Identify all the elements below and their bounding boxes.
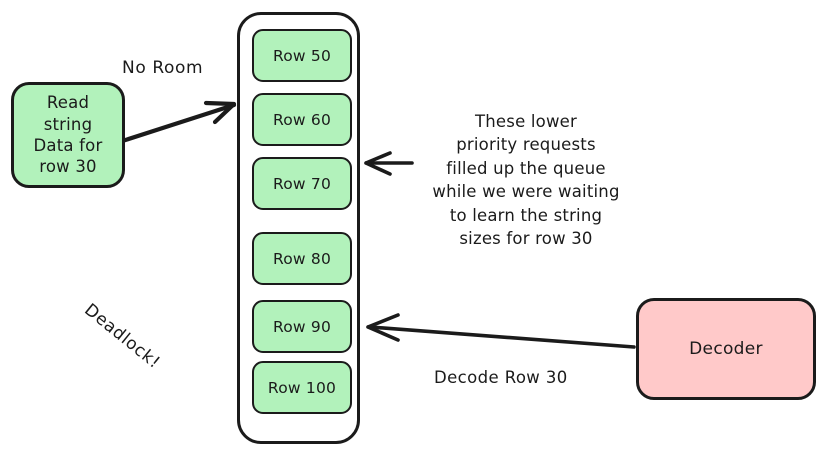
queue-item-label: Row 50 bbox=[272, 46, 332, 65]
node-read-string-request-label: Read string Data for row 30 bbox=[33, 93, 103, 177]
queue-item-label: Row 100 bbox=[267, 378, 337, 397]
edge-label-decode-row-30: Decode Row 30 bbox=[434, 368, 568, 387]
queue-item-label: Row 60 bbox=[272, 110, 332, 129]
queue-item-label: Row 80 bbox=[272, 249, 332, 268]
read-to-queue-arrow bbox=[110, 100, 237, 147]
queue-item-row-90[interactable]: Row 90 bbox=[252, 300, 352, 353]
queue-container bbox=[237, 12, 360, 444]
queue-item-label: Row 70 bbox=[272, 174, 332, 193]
node-decoder-label: Decoder bbox=[689, 339, 763, 359]
queue-item-row-60[interactable]: Row 60 bbox=[252, 93, 352, 146]
decoder-to-queue-arrow bbox=[366, 313, 636, 349]
edge-label-no-room: No Room bbox=[122, 58, 204, 78]
queue-item-row-50[interactable]: Row 50 bbox=[252, 29, 352, 82]
annotation-queue-note: These lower priority requests filled up … bbox=[432, 112, 620, 249]
node-read-string-request[interactable]: Read string Data for row 30 bbox=[11, 82, 125, 188]
node-decoder[interactable]: Decoder bbox=[636, 298, 816, 400]
queue-item-row-100[interactable]: Row 100 bbox=[252, 361, 352, 414]
queue-item-row-70[interactable]: Row 70 bbox=[252, 157, 352, 210]
queue-item-label: Row 90 bbox=[272, 317, 332, 336]
queue-item-row-80[interactable]: Row 80 bbox=[252, 232, 352, 285]
note-to-queue-arrow bbox=[364, 151, 414, 176]
